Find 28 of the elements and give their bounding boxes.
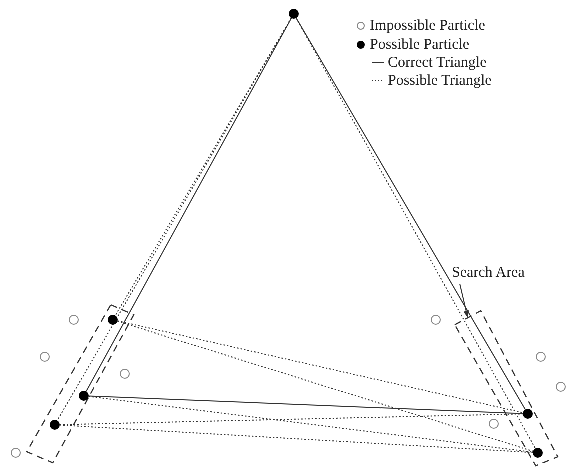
correct-triangle-line bbox=[88, 396, 524, 414]
impossible-particle-circle bbox=[69, 315, 79, 325]
possible-particle-dot bbox=[108, 315, 118, 325]
possible-triangle-line bbox=[60, 414, 524, 426]
legend-label: Correct Triangle bbox=[388, 54, 487, 72]
impossible-particle-circle bbox=[489, 419, 499, 429]
possible-particle-dot bbox=[523, 409, 533, 419]
legend-label: Possible Triangle bbox=[388, 72, 492, 90]
possible-particle-dot bbox=[533, 448, 543, 458]
impossible-particle-circle bbox=[11, 448, 21, 458]
possible-triangle-line bbox=[88, 396, 534, 453]
possible-particle-dot bbox=[50, 420, 60, 430]
correct-triangle-line bbox=[86, 18, 292, 392]
impossible-particle-circle bbox=[40, 352, 50, 362]
impossible-particle-circle bbox=[120, 369, 130, 379]
leader-arrow bbox=[460, 284, 470, 318]
search-area-label: Search Area bbox=[452, 263, 552, 283]
possible-triangle-line bbox=[117, 321, 534, 452]
legend-label: Impossible Particle bbox=[370, 17, 486, 35]
possible-triangle-line bbox=[57, 18, 292, 422]
possible-triangle-line bbox=[117, 320, 524, 414]
possible-particle-dot bbox=[289, 9, 299, 19]
legend-label: Possible Particle bbox=[370, 36, 470, 54]
impossible-particle-circle bbox=[556, 382, 566, 392]
impossible-particle-circle bbox=[536, 352, 546, 362]
impossible-particle-circle bbox=[431, 315, 441, 325]
possible-triangle-line bbox=[60, 424, 534, 454]
possible-particle-dot bbox=[79, 391, 89, 401]
